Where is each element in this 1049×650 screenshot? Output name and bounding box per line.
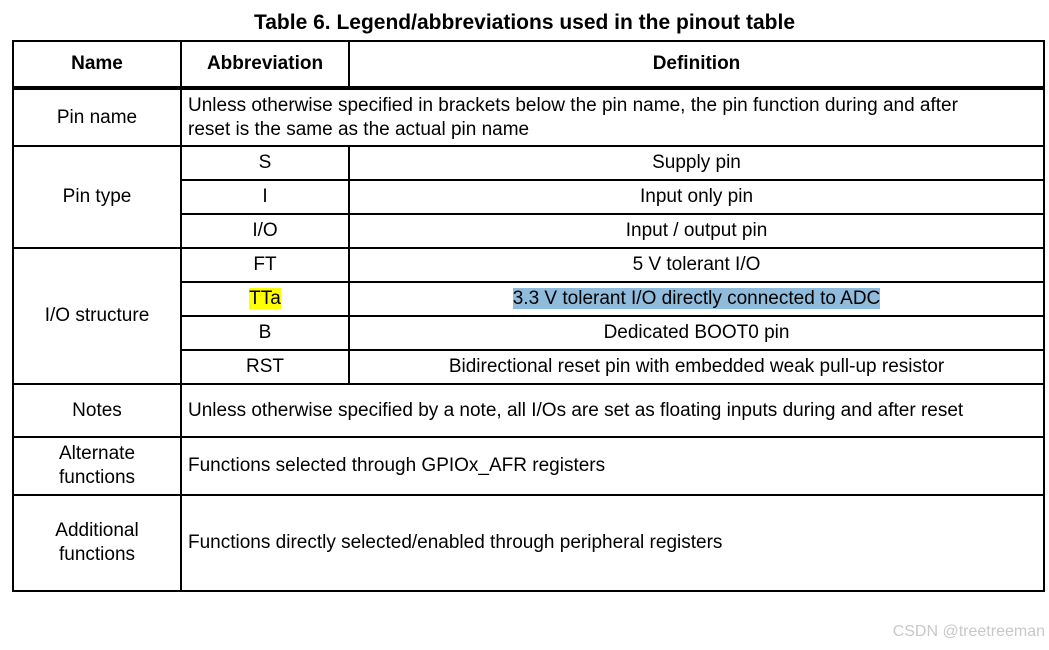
table-row-pin-type-io: I/O Input / output pin: [13, 213, 1045, 249]
row-definition-alternate-functions: Functions selected through GPIOx_AFR reg…: [180, 436, 1045, 496]
table-row-io-rst: RST Bidirectional reset pin with embedde…: [13, 349, 1045, 385]
row-name-notes: Notes: [12, 383, 182, 438]
row-definition-notes: Unless otherwise specified by a note, al…: [180, 383, 1045, 438]
abbr-cell: FT: [180, 247, 350, 283]
abbr-cell: S: [180, 145, 350, 181]
row-name-additional-functions: Additional functions: [12, 494, 182, 592]
pinout-legend-table: Name Abbreviation Definition Pin name Un…: [12, 40, 1045, 592]
abbr-cell: I: [180, 179, 350, 215]
row-definition-pin-name: Unless otherwise specified in brackets b…: [180, 87, 1045, 147]
name-line: Additional: [55, 520, 139, 541]
definition-cell: 3.3 V tolerant I/O directly connected to…: [348, 281, 1045, 317]
table-header-row: Name Abbreviation Definition: [12, 40, 1045, 90]
definition-cell: Input only pin: [348, 179, 1045, 215]
row-name-alternate-functions: Alternate functions: [12, 436, 182, 496]
name-line: functions: [58, 467, 136, 488]
table-row-pin-type-i: I Input only pin: [13, 179, 1045, 215]
table-row-alternate-functions: Alternate functions Functions selected t…: [12, 436, 1045, 496]
abbr-cell: B: [180, 315, 350, 351]
table-row-pin-type-s: Pin type S Supply pin: [12, 145, 1045, 249]
abbr-cell: TTa: [180, 281, 350, 317]
name-line: Alternate: [58, 443, 136, 464]
watermark-text: CSDN @treetreeman: [892, 623, 1045, 640]
abbr-cell: RST: [180, 349, 350, 385]
highlighted-abbr: TTa: [249, 288, 281, 309]
table-row-pin-name: Pin name Unless otherwise specified in b…: [12, 87, 1045, 147]
definition-cell: Input / output pin: [348, 213, 1045, 249]
definition-cell: Supply pin: [348, 145, 1045, 181]
table-row-additional-functions: Additional functions Functions directly …: [12, 494, 1045, 592]
definition-line: reset is the same as the actual pin name: [188, 118, 530, 140]
row-definition-additional-functions: Functions directly selected/enabled thro…: [180, 494, 1045, 592]
table-title: Table 6. Legend/abbreviations used in th…: [253, 11, 796, 34]
definition-cell: 5 V tolerant I/O: [348, 247, 1045, 283]
table-row-io-ft: I/O structure FT 5 V tolerant I/O: [12, 247, 1045, 385]
table-row-io-tta: TTa 3.3 V tolerant I/O directly connecte…: [13, 281, 1045, 317]
row-name-io-structure: I/O structure: [12, 247, 182, 385]
definition-cell: Bidirectional reset pin with embedded we…: [348, 349, 1045, 385]
header-definition: Definition: [348, 40, 1045, 90]
name-line: functions: [58, 544, 136, 565]
header-abbreviation: Abbreviation: [180, 40, 350, 90]
highlighted-definition: 3.3 V tolerant I/O directly connected to…: [512, 288, 881, 309]
table-row-io-b: B Dedicated BOOT0 pin: [13, 315, 1045, 351]
definition-line: Unless otherwise specified in brackets b…: [188, 94, 958, 116]
row-name-pin-name: Pin name: [12, 87, 182, 147]
table-row-notes: Notes Unless otherwise specified by a no…: [12, 383, 1045, 438]
abbr-cell: I/O: [180, 213, 350, 249]
definition-cell: Dedicated BOOT0 pin: [348, 315, 1045, 351]
header-name: Name: [12, 40, 182, 90]
row-name-pin-type: Pin type: [12, 145, 182, 249]
